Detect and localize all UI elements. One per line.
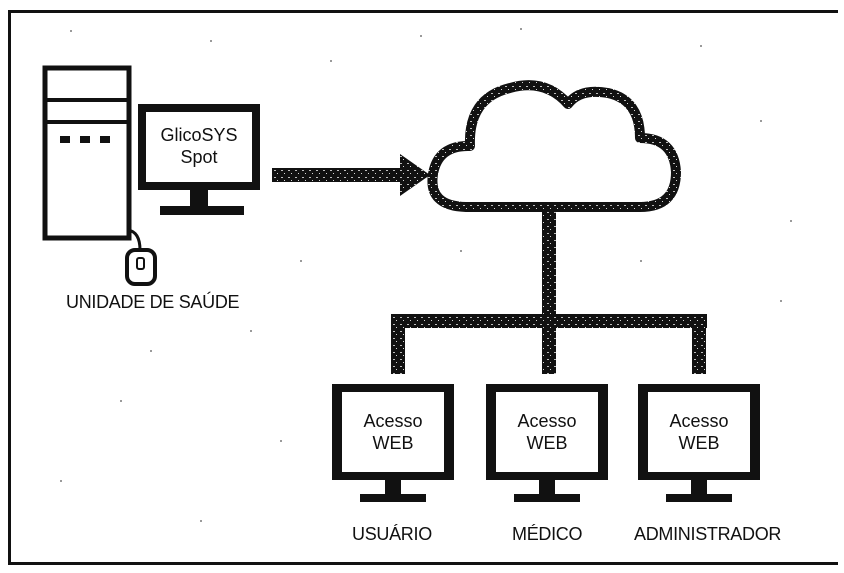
mouse-icon bbox=[125, 228, 157, 286]
glicosys-monitor-text: GlicoSYS Spot bbox=[146, 124, 252, 168]
client-3-label: ADMINISTRADOR bbox=[634, 524, 782, 544]
client-1-label: USUÁRIO bbox=[352, 524, 432, 544]
cloud-icon bbox=[427, 80, 681, 212]
client-monitor-2 bbox=[486, 384, 608, 502]
client-1-screen-text: Acesso WEB bbox=[342, 410, 444, 454]
monitor-icon bbox=[138, 104, 260, 215]
client-monitor-3 bbox=[638, 384, 760, 502]
client-2-line1: Acesso bbox=[517, 411, 577, 431]
arrow-right-icon bbox=[272, 154, 430, 196]
client-2-screen-text: Acesso WEB bbox=[496, 410, 598, 454]
client-2-line2: WEB bbox=[526, 433, 568, 453]
monitor-line2: Spot bbox=[180, 147, 218, 167]
client-3-line1: Acesso bbox=[669, 411, 729, 431]
client-3-screen-text: Acesso WEB bbox=[648, 410, 750, 454]
monitor-line1: GlicoSYS bbox=[160, 125, 238, 145]
computer-tower-icon bbox=[42, 65, 132, 241]
diagram-frame bbox=[8, 10, 838, 565]
client-1-line2: WEB bbox=[372, 433, 414, 453]
client-monitor-1 bbox=[332, 384, 454, 502]
client-2-label: MÉDICO bbox=[512, 524, 583, 544]
client-1-line1: Acesso bbox=[363, 411, 423, 431]
scan-speckle bbox=[60, 28, 792, 522]
client-3-line2: WEB bbox=[678, 433, 720, 453]
network-connector bbox=[391, 212, 707, 374]
health-unit-label: UNIDADE DE SAÚDE bbox=[66, 292, 240, 312]
